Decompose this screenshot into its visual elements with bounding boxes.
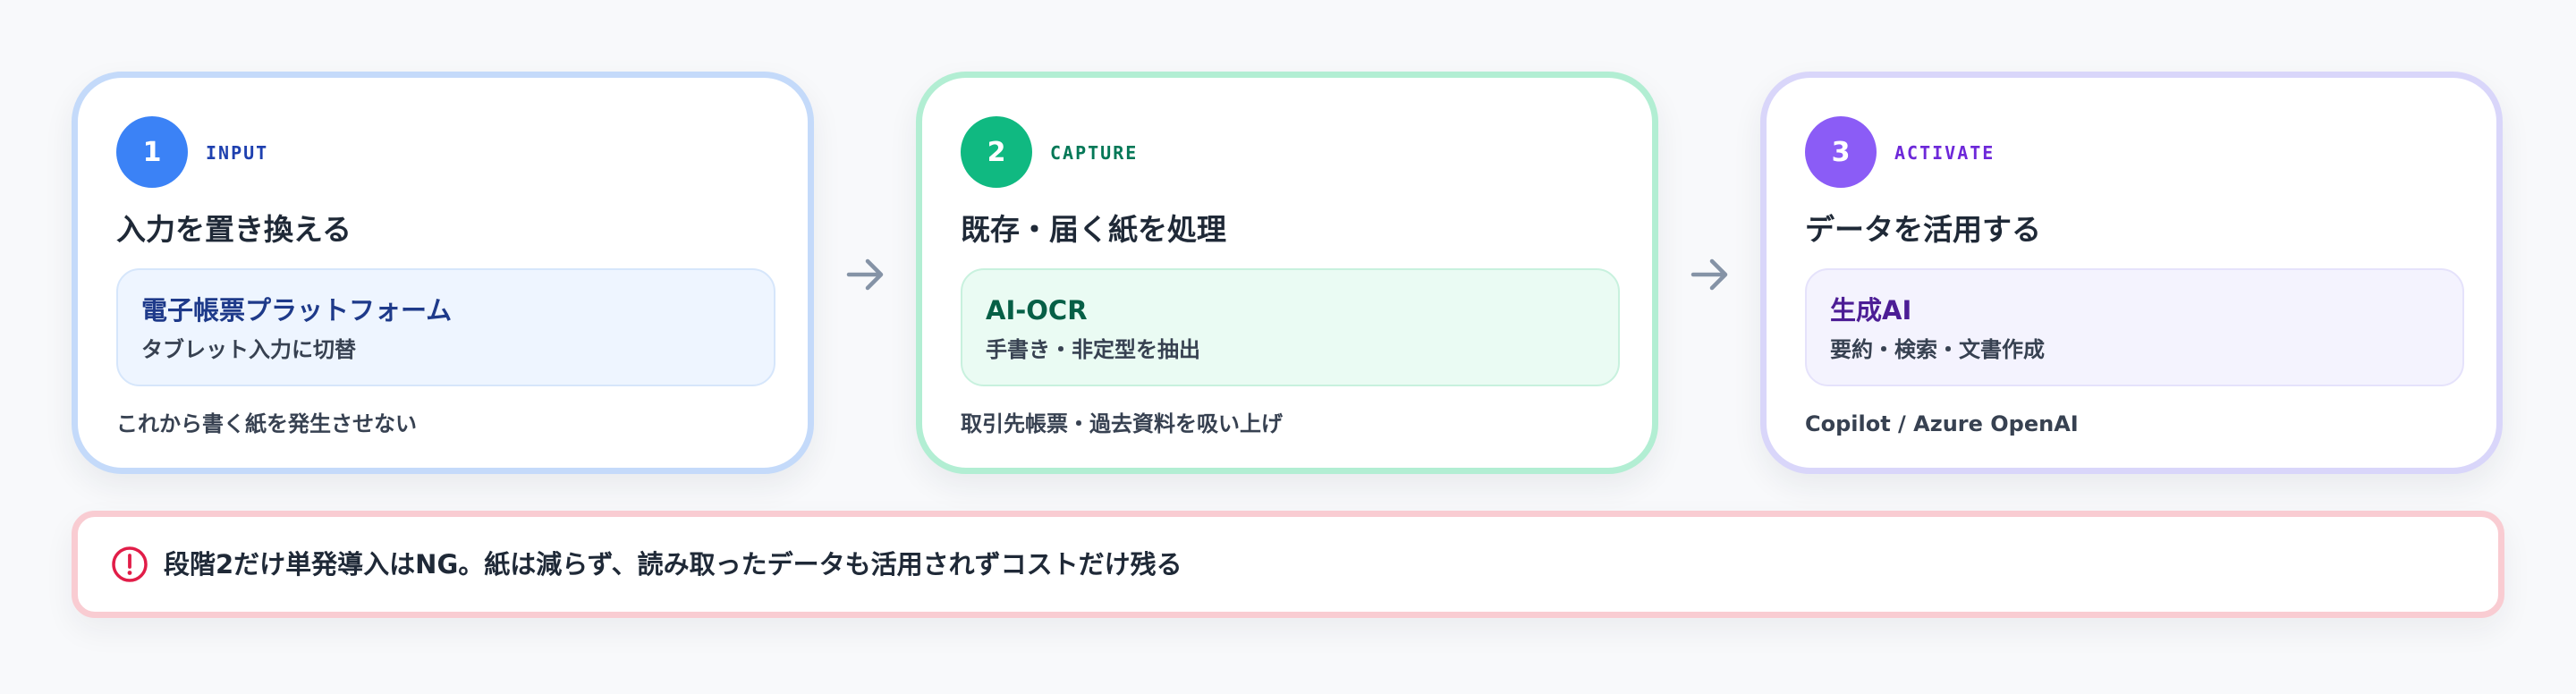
solution-title: 生成AI (1830, 295, 1912, 326)
step-number-badge: 1 (116, 116, 188, 188)
step-note: Copilot / Azure OpenAI (1805, 411, 2079, 436)
solution-subtitle: 要約・検索・文書作成 (1830, 337, 2045, 362)
step-card-input: 1 INPUT 入力を置き換える 電子帳票プラットフォーム タブレット入力に切替… (72, 72, 814, 474)
solution-title: 電子帳票プラットフォーム (141, 295, 453, 326)
step-solution-box: AI-OCR 手書き・非定型を抽出 (961, 268, 1620, 386)
alert-circle-icon (112, 546, 148, 582)
warning-banner: 段階2だけ単発導入はNG。紙は減らず、読み取ったデータも活用されずコストだけ残る (72, 511, 2504, 618)
step-title: 既存・届く紙を処理 (961, 212, 1226, 247)
step-number-badge: 3 (1805, 116, 1877, 188)
step-number-badge: 2 (961, 116, 1032, 188)
arrow-right-icon (1690, 258, 1728, 291)
step-solution-box: 電子帳票プラットフォーム タブレット入力に切替 (116, 268, 775, 386)
step-tag: CAPTURE (1050, 142, 1139, 164)
step-tag: INPUT (206, 142, 269, 164)
step-card-activate: 3 ACTIVATE データを活用する 生成AI 要約・検索・文書作成 Copi… (1760, 72, 2503, 474)
step-title: データを活用する (1805, 212, 2041, 247)
step-tag: ACTIVATE (1894, 142, 1996, 164)
arrow-right-icon (846, 258, 884, 291)
step-title: 入力を置き換える (116, 212, 352, 247)
solution-subtitle: 手書き・非定型を抽出 (986, 337, 1200, 362)
warning-text: 段階2だけ単発導入はNG。紙は減らず、読み取ったデータも活用されずコストだけ残る (164, 549, 1182, 580)
step-note: これから書く紙を発生させない (116, 411, 417, 436)
step-card-capture: 2 CAPTURE 既存・届く紙を処理 AI-OCR 手書き・非定型を抽出 取引… (916, 72, 1658, 474)
solution-title: AI-OCR (986, 295, 1088, 326)
solution-subtitle: タブレット入力に切替 (141, 337, 356, 362)
step-solution-box: 生成AI 要約・検索・文書作成 (1805, 268, 2464, 386)
step-note: 取引先帳票・過去資料を吸い上げ (961, 411, 1283, 436)
